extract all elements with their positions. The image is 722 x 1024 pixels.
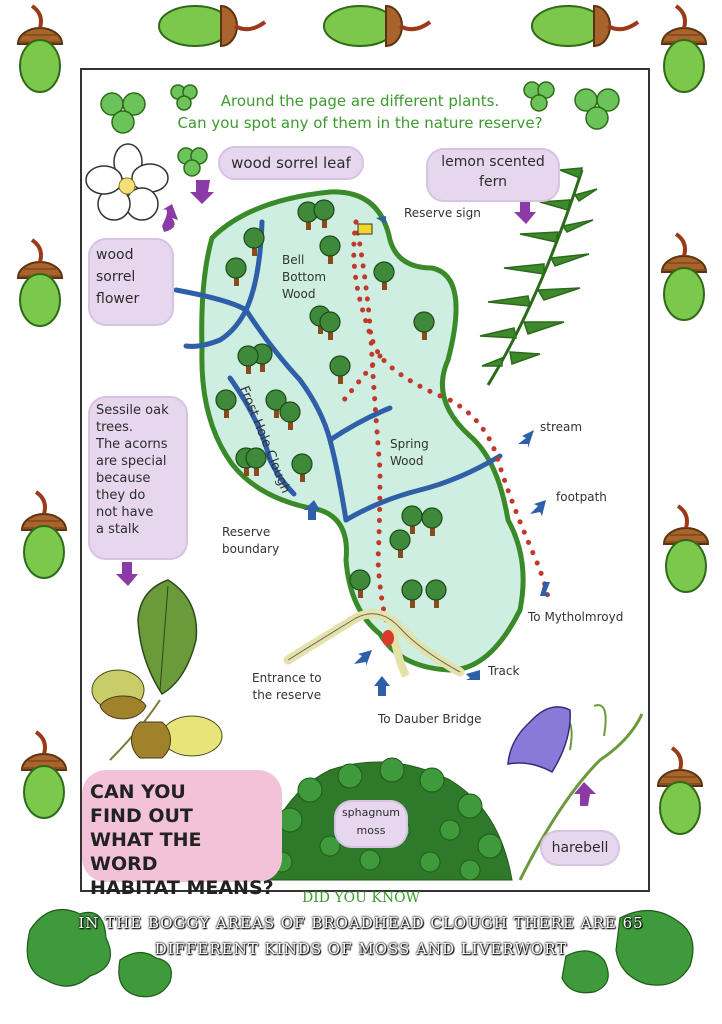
wood-sorrel-flower-bubble: wood sorrel flower xyxy=(88,238,174,326)
label-line: Bottom xyxy=(282,270,327,284)
habitat-line: FIND OUT xyxy=(90,805,193,827)
reserve-sign-icon xyxy=(357,223,373,235)
label-line: Bell xyxy=(282,253,305,267)
wood-sorrel-leaf-bubble: wood sorrel leaf xyxy=(218,146,364,180)
bubble-label: Sessile oak xyxy=(96,403,169,418)
sphagnum-moss-bubble: sphagnum moss xyxy=(334,800,408,848)
bubble-label: a stalk xyxy=(96,522,140,537)
sessile-oak-bubble: Sessile oak trees. The acorns are specia… xyxy=(88,396,188,560)
bubble-label: wood xyxy=(96,247,134,263)
reserve-boundary xyxy=(199,189,526,673)
bubble-label: fern xyxy=(479,174,507,190)
wood-sorrel-flower-icon xyxy=(85,143,169,221)
did-you-know-heading: DID YOU KNOW xyxy=(302,890,420,906)
label-line: Spring xyxy=(390,437,429,451)
bubble-label: flower xyxy=(96,291,140,307)
label-line: the reserve xyxy=(252,688,322,702)
bubble-label: The acorns xyxy=(96,437,168,452)
bubble-label: because xyxy=(96,471,151,486)
track-label: Track xyxy=(488,664,520,678)
bubble-label: are special xyxy=(96,454,167,469)
to-dauber-bridge-label: To Dauber Bridge xyxy=(378,712,482,726)
bubble-label: harebell xyxy=(551,840,609,856)
label-line: Entrance to xyxy=(252,671,322,685)
harebell-bubble: harebell xyxy=(540,830,620,866)
label-arrow-icon xyxy=(304,214,550,696)
bell-bottom-wood-label: Bell Bottom Wood xyxy=(282,252,326,303)
intro-line: Around the page are different plants. xyxy=(220,92,500,110)
stream-lines xyxy=(173,219,503,523)
footpath-label: footpath xyxy=(556,490,607,504)
footpath-dotted-line xyxy=(341,219,551,631)
fact-line-1: IN THE BOGGY AREAS OF BROADHEAD CLOUGH T… xyxy=(78,914,644,932)
label-line: Wood xyxy=(282,287,316,301)
intro-line: Can you spot any of them in the nature r… xyxy=(177,114,543,132)
fern-icon xyxy=(479,167,598,386)
intro-text: Around the page are different plants. Ca… xyxy=(160,90,560,134)
habitat-line: CAN YOU xyxy=(90,781,186,803)
reserve-boundary-label: Reserve boundary xyxy=(222,524,279,558)
stream-label: stream xyxy=(540,420,583,434)
clover-icon xyxy=(574,88,620,130)
bubble-label: moss xyxy=(356,824,386,837)
lemon-fern-bubble: lemon scented fern xyxy=(426,148,560,202)
label-line: Reserve xyxy=(222,525,271,539)
entrance-marker-icon xyxy=(382,630,394,646)
pointer-arrow-icon xyxy=(116,180,596,806)
bubble-label: trees. xyxy=(96,420,134,435)
spring-wood-label: Spring Wood xyxy=(390,436,429,470)
entrance-label: Entrance to the reserve xyxy=(252,670,322,704)
bubble-label: lemon scented xyxy=(441,154,545,170)
bubble-label: they do xyxy=(96,488,146,503)
bubble-label: wood sorrel leaf xyxy=(231,154,351,172)
sessile-acorns-icon xyxy=(91,669,223,761)
bubble-label: sphagnum xyxy=(341,806,401,819)
label-line: Wood xyxy=(390,454,424,468)
clover-icon xyxy=(100,92,146,134)
clover-icon xyxy=(177,147,208,177)
harebell-icon xyxy=(507,704,644,881)
reserve-sign-label: Reserve sign xyxy=(404,206,481,220)
clover-icon xyxy=(523,81,555,112)
habitat-line: WHAT THE WORD xyxy=(90,829,202,875)
habitat-question-bubble: CAN YOU FIND OUT WHAT THE WORD HABITAT M… xyxy=(82,770,282,899)
clover-icon xyxy=(170,84,198,111)
fact-line-2: DIFFERENT KINDS OF MOSS AND LIVERWORT xyxy=(154,940,568,958)
bubble-label: sorrel xyxy=(96,269,136,285)
bubble-label: not have xyxy=(96,505,154,520)
to-mytholmroyd-label: To Mytholmroyd xyxy=(528,610,624,624)
label-line: boundary xyxy=(222,542,280,556)
habitat-line: HABITAT MEANS? xyxy=(90,877,274,899)
liverwort-icon xyxy=(26,909,694,998)
oak-leaf-icon xyxy=(137,579,198,696)
